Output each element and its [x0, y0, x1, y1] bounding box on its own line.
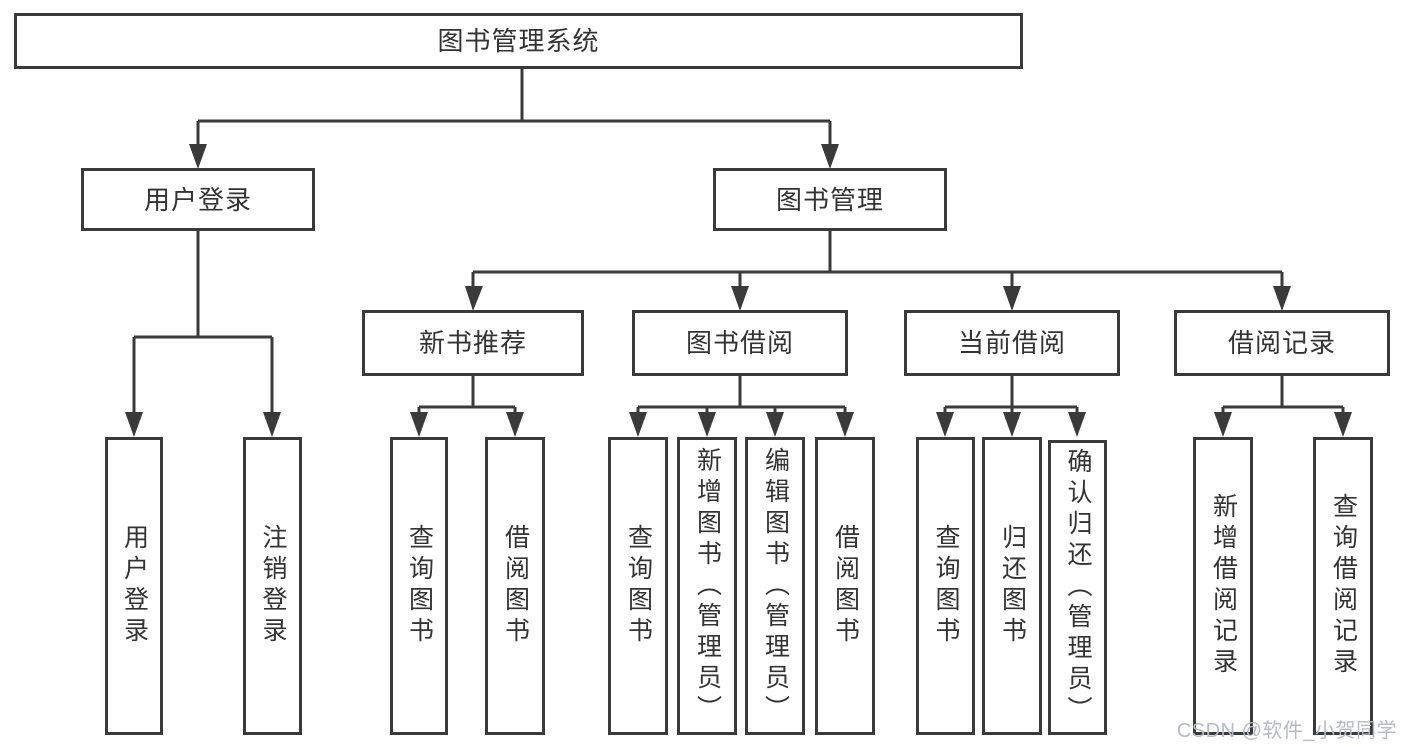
leaf-recommend-query-books-label: 查询图书	[405, 524, 434, 648]
leaf-user-login-label: 用户登录	[120, 524, 149, 648]
leaf-user-login: 用户登录	[105, 437, 163, 735]
node-current-borrowing: 当前借阅	[904, 310, 1120, 376]
leaf-current-query-books: 查询图书	[916, 437, 975, 735]
node-book-borrowing-label: 图书借阅	[685, 328, 794, 358]
node-book-management-label: 图书管理	[775, 184, 884, 215]
node-library-system: 图书管理系统	[14, 13, 1023, 69]
node-user-login-group: 用户登录	[81, 168, 315, 231]
csdn-watermark: CSDN @软件_小贺同学	[1176, 720, 1397, 742]
leaf-current-confirm-return-admin: 确认归还（管理员）	[1048, 440, 1107, 735]
leaf-logout-login-label: 注销登录	[259, 524, 287, 648]
node-new-book-recommendation: 新书推荐	[362, 310, 584, 376]
arrowheads	[125, 144, 1352, 437]
leaf-borrow-add-books-admin: 新增图书（管理员）	[677, 437, 737, 735]
leaf-borrow-add-books-admin-label: 新增图书（管理员）	[693, 446, 722, 726]
leaf-recommend-borrow-books-label: 借阅图书	[501, 524, 530, 648]
node-current-borrowing-label: 当前借阅	[957, 328, 1066, 358]
leaf-borrow-query-books: 查询图书	[608, 437, 668, 735]
node-book-management: 图书管理	[713, 168, 947, 231]
leaf-borrow-edit-books-admin: 编辑图书（管理员）	[745, 437, 805, 735]
node-borrowing-records-label: 借阅记录	[1227, 328, 1336, 358]
leaf-borrow-edit-books-admin-label: 编辑图书（管理员）	[761, 446, 790, 726]
leaf-current-confirm-return-admin-label: 确认归还（管理员）	[1064, 448, 1092, 727]
leaf-logout-login: 注销登录	[243, 437, 302, 735]
leaf-borrow-borrow-books-label: 借阅图书	[831, 524, 860, 648]
node-library-system-label: 图书管理系统	[437, 26, 600, 56]
leaf-records-query-record: 查询借阅记录	[1313, 437, 1373, 735]
leaf-records-add-record-label: 新增借阅记录	[1209, 493, 1238, 679]
leaf-borrow-query-books-label: 查询图书	[624, 524, 653, 648]
node-book-borrowing: 图书借阅	[632, 310, 848, 376]
node-borrowing-records: 借阅记录	[1174, 310, 1390, 376]
leaf-current-return-books-label: 归还图书	[998, 524, 1027, 648]
leaf-current-return-books: 归还图书	[982, 437, 1042, 735]
leaf-current-query-books-label: 查询图书	[932, 524, 960, 648]
node-new-book-recommendation-label: 新书推荐	[418, 328, 527, 358]
leaf-records-query-record-label: 查询借阅记录	[1329, 493, 1358, 679]
leaf-recommend-query-books: 查询图书	[390, 437, 448, 735]
leaf-borrow-borrow-books: 借阅图书	[815, 437, 875, 735]
leaf-recommend-borrow-books: 借阅图书	[485, 437, 545, 735]
node-user-login-group-label: 用户登录	[143, 184, 252, 215]
leaf-records-add-record: 新增借阅记录	[1193, 437, 1253, 735]
